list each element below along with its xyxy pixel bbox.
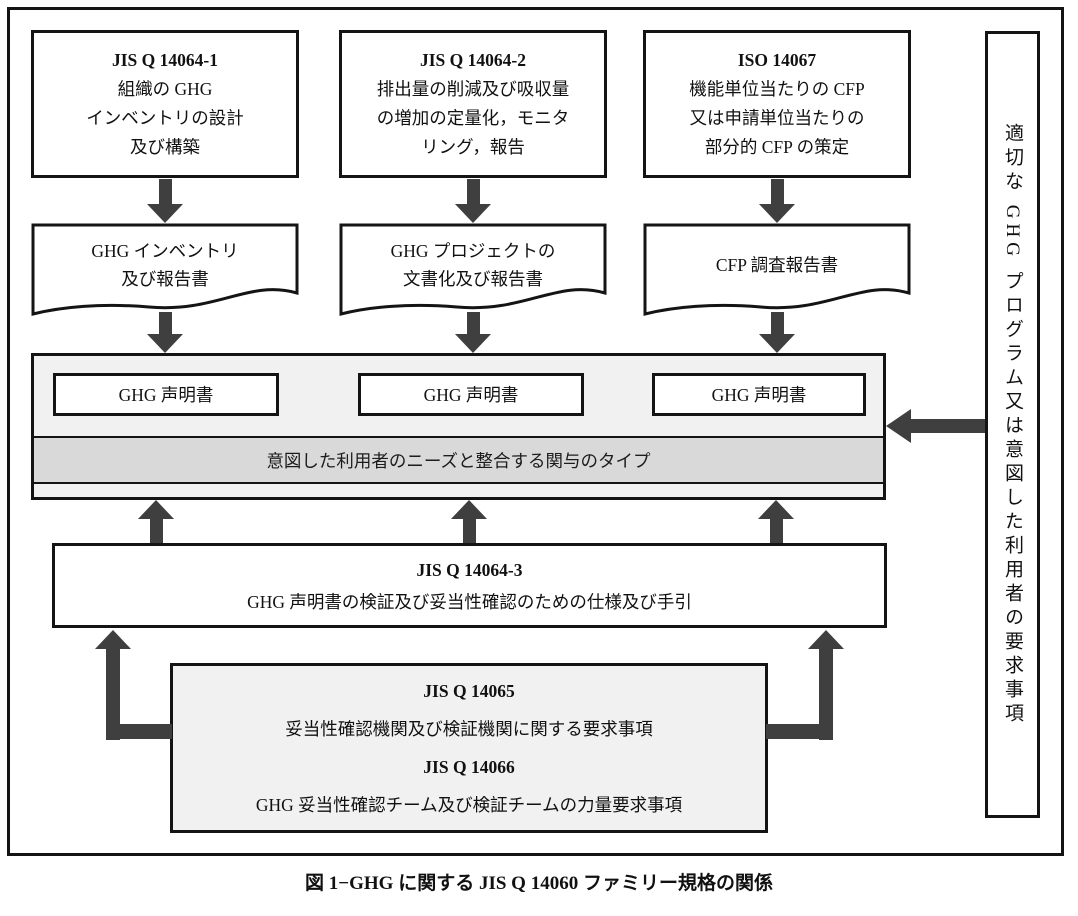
standard-box-jisq14064-1: JIS Q 14064-1 組織の GHG インベントリの設計 及び構築 — [31, 30, 299, 178]
standard-description: 機能単位当たりの CFP 又は申請単位当たりの 部分的 CFP の策定 — [689, 79, 865, 157]
arrow-up-icon — [95, 630, 131, 649]
standard-box-jisq14064-2: JIS Q 14064-2 排出量の削減及び吸収量 の増加の定量化，モニタ リン… — [339, 30, 607, 178]
document-label: CFP 調査報告書 — [715, 255, 839, 275]
arrow-down-icon — [759, 312, 795, 353]
ghg-statement-box: GHG 声明書 — [652, 373, 866, 416]
ghg-statement-label: GHG 声明書 — [118, 385, 214, 405]
bodies-title-14066: JIS Q 14066 — [423, 757, 515, 777]
arrow-up-icon — [808, 630, 844, 649]
standard-description: 排出量の削減及び吸収量 の増加の定量化，モニタ リング，報告 — [376, 79, 570, 157]
document-shape-ghg-project: GHG プロジェクトの 文書化及び報告書 — [339, 223, 607, 317]
document-outline-icon — [339, 223, 607, 316]
arrow-down-icon — [147, 179, 183, 223]
engagement-type-label: 意図した利用者のニーズと整合する関与のタイプ — [266, 450, 651, 471]
arrow-left-stem — [909, 419, 985, 433]
document-shape-cfp-report: CFP 調査報告書 — [643, 223, 911, 317]
bodies-box: JIS Q 14065 妥当性確認機関及び検証機関に関する要求事項 JIS Q … — [170, 663, 768, 833]
connector-left-horizontal — [106, 724, 172, 739]
ghg-statement-box: GHG 声明書 — [358, 373, 584, 416]
arrow-up-icon — [758, 500, 794, 543]
ghg-statement-label: GHG 声明書 — [711, 385, 807, 405]
bodies-description-14066: GHG 妥当性確認チーム及び検証チームの力量要求事項 — [255, 795, 683, 815]
side-requirements-panel: 適切な GHG プログラム又は意図した利用者の要求事項 — [985, 31, 1040, 818]
verification-box: JIS Q 14064-3 GHG 声明書の検証及び妥当性確認のための仕様及び手… — [52, 543, 887, 628]
side-requirements-label: 適切な GHG プログラム又は意図した利用者の要求事項 — [1002, 122, 1023, 727]
ghg-statement-label: GHG 声明書 — [423, 385, 519, 405]
standard-title: ISO 14067 — [737, 50, 817, 70]
verification-description: GHG 声明書の検証及び妥当性確認のための仕様及び手引 — [247, 591, 692, 612]
document-label: GHG プロジェクトの 文書化及び報告書 — [390, 241, 556, 289]
verification-title: JIS Q 14064-3 — [416, 559, 523, 580]
arrow-down-icon — [455, 179, 491, 223]
document-outline-icon — [31, 223, 299, 316]
arrow-down-icon — [759, 179, 795, 223]
bodies-title-14065: JIS Q 14065 — [423, 681, 515, 701]
arrow-down-icon — [147, 312, 183, 353]
standard-title: JIS Q 14064-1 — [112, 50, 218, 70]
engagement-type-band: 意図した利用者のニーズと整合する関与のタイプ — [34, 436, 883, 484]
connector-right-horizontal — [766, 724, 833, 739]
arrow-down-icon — [455, 312, 491, 353]
arrow-left-icon — [886, 409, 911, 443]
ghg-statement-box: GHG 声明書 — [53, 373, 279, 416]
figure-caption: 図 1−GHG に関する JIS Q 14060 ファミリー規格の関係 — [305, 873, 773, 894]
arrow-up-icon — [138, 500, 174, 543]
document-label: GHG インベントリ 及び報告書 — [91, 241, 239, 289]
connector-right-vertical — [819, 648, 833, 740]
standard-box-iso14067: ISO 14067 機能単位当たりの CFP 又は申請単位当たりの 部分的 CF… — [643, 30, 911, 178]
document-shape-ghg-inventory: GHG インベントリ 及び報告書 — [31, 223, 299, 317]
standard-description: 組織の GHG インベントリの設計 及び構築 — [86, 79, 244, 157]
standard-title: JIS Q 14064-2 — [420, 50, 526, 70]
connector-left-vertical — [106, 648, 120, 740]
bodies-description-14065: 妥当性確認機関及び検証機関に関する要求事項 — [285, 719, 653, 739]
document-outline-icon — [643, 223, 911, 316]
arrow-up-icon — [451, 500, 487, 543]
engagement-panel: GHG 声明書 GHG 声明書 GHG 声明書 意図した利用者のニーズと整合する… — [31, 353, 886, 500]
